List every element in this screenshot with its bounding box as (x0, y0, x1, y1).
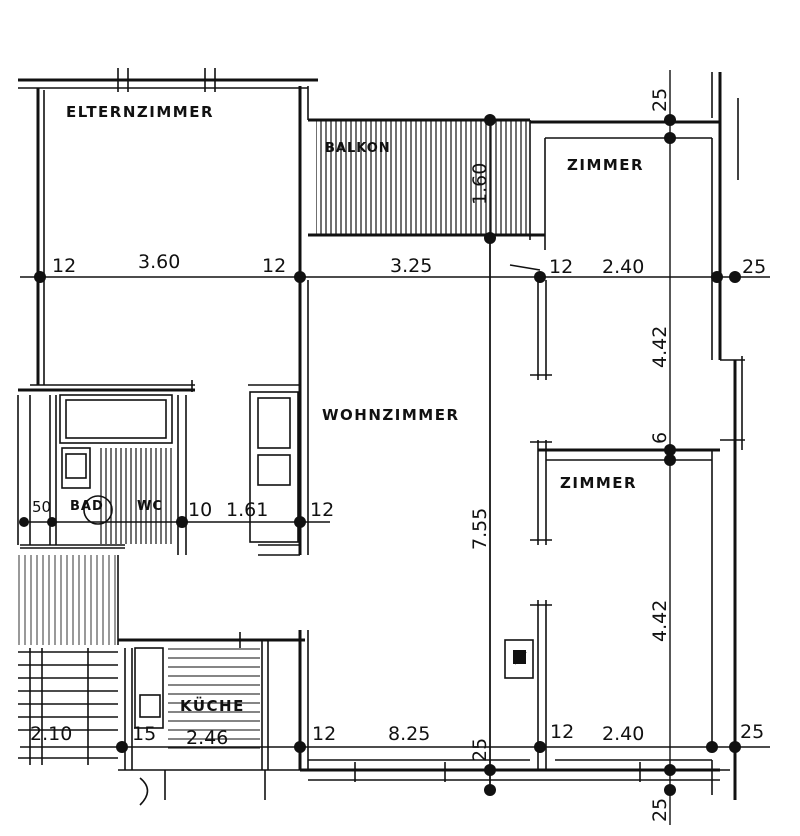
bath-block (17, 380, 300, 556)
dim-label: 1.60 (469, 163, 491, 205)
dim-label: 50 (32, 498, 51, 516)
room-label-elternzimmer: ELTERNZIMMER (66, 103, 214, 121)
dim-dot (534, 271, 546, 283)
room-label-wc: WC (137, 499, 163, 514)
dim-dot (664, 764, 676, 776)
dim-label: 25 (742, 256, 766, 278)
dim-dot (294, 271, 306, 283)
dim-dot (706, 741, 718, 753)
dim-label: 12 (310, 499, 334, 521)
dim-dot (34, 271, 46, 283)
dim-dot (664, 114, 676, 126)
dim-label: 3.60 (138, 251, 180, 273)
dim-label: 12 (52, 255, 76, 277)
dim-dot (484, 764, 496, 776)
dim-dot (484, 114, 496, 126)
dim-label: 6 (649, 432, 671, 444)
balkon-hatch (316, 120, 530, 234)
room-label-wohnzimmer: WOHNZIMMER (322, 406, 460, 424)
dim-dot (664, 132, 676, 144)
dimension-dots (19, 114, 741, 796)
dim-label: 15 (132, 723, 156, 745)
dim-dot (176, 516, 188, 528)
dim-dot (484, 232, 496, 244)
dim-dot (729, 741, 741, 753)
room-label-kueche: KÜCHE (180, 696, 245, 715)
room-label-bad: BAD (70, 499, 104, 514)
dim-dot (294, 516, 306, 528)
dim-label: 8.25 (388, 723, 430, 745)
dim-label: 25 (649, 798, 671, 822)
dim-label: 12 (549, 256, 573, 278)
dim-dot (664, 784, 676, 796)
stair-kueche-block (18, 555, 305, 806)
dim-label: 2.10 (30, 723, 72, 745)
dim-label: 25 (469, 738, 491, 762)
dim-dot (47, 517, 57, 527)
dim-dot (711, 271, 723, 283)
dim-label: 2.40 (602, 723, 644, 745)
dim-label: 25 (740, 721, 764, 743)
dim-label: 4.42 (649, 600, 671, 642)
dim-dot (534, 741, 546, 753)
dim-dot (729, 271, 741, 283)
dim-dot (484, 784, 496, 796)
dim-dot (294, 741, 306, 753)
dim-label: 2.40 (602, 256, 644, 278)
room-label-zimmer-mid: ZIMMER (560, 474, 637, 492)
room-label-balkon: BALKON (325, 141, 391, 156)
dim-label: 3.25 (390, 255, 432, 277)
dim-label: 12 (262, 255, 286, 277)
dim-label: 12 (312, 723, 336, 745)
dim-dot (19, 517, 29, 527)
dim-label: 1.61 (226, 499, 268, 521)
dim-label: 7.55 (469, 508, 491, 550)
dim-dot (664, 454, 676, 466)
dim-dot (116, 741, 128, 753)
dim-label: 4.42 (649, 326, 671, 368)
room-label-zimmer-top: ZIMMER (567, 156, 644, 174)
dim-dot (664, 444, 676, 456)
dim-label: 10 (188, 499, 212, 521)
dim-label: 2.46 (186, 727, 228, 749)
dim-label: 12 (550, 721, 574, 743)
dim-label: 25 (649, 88, 671, 112)
